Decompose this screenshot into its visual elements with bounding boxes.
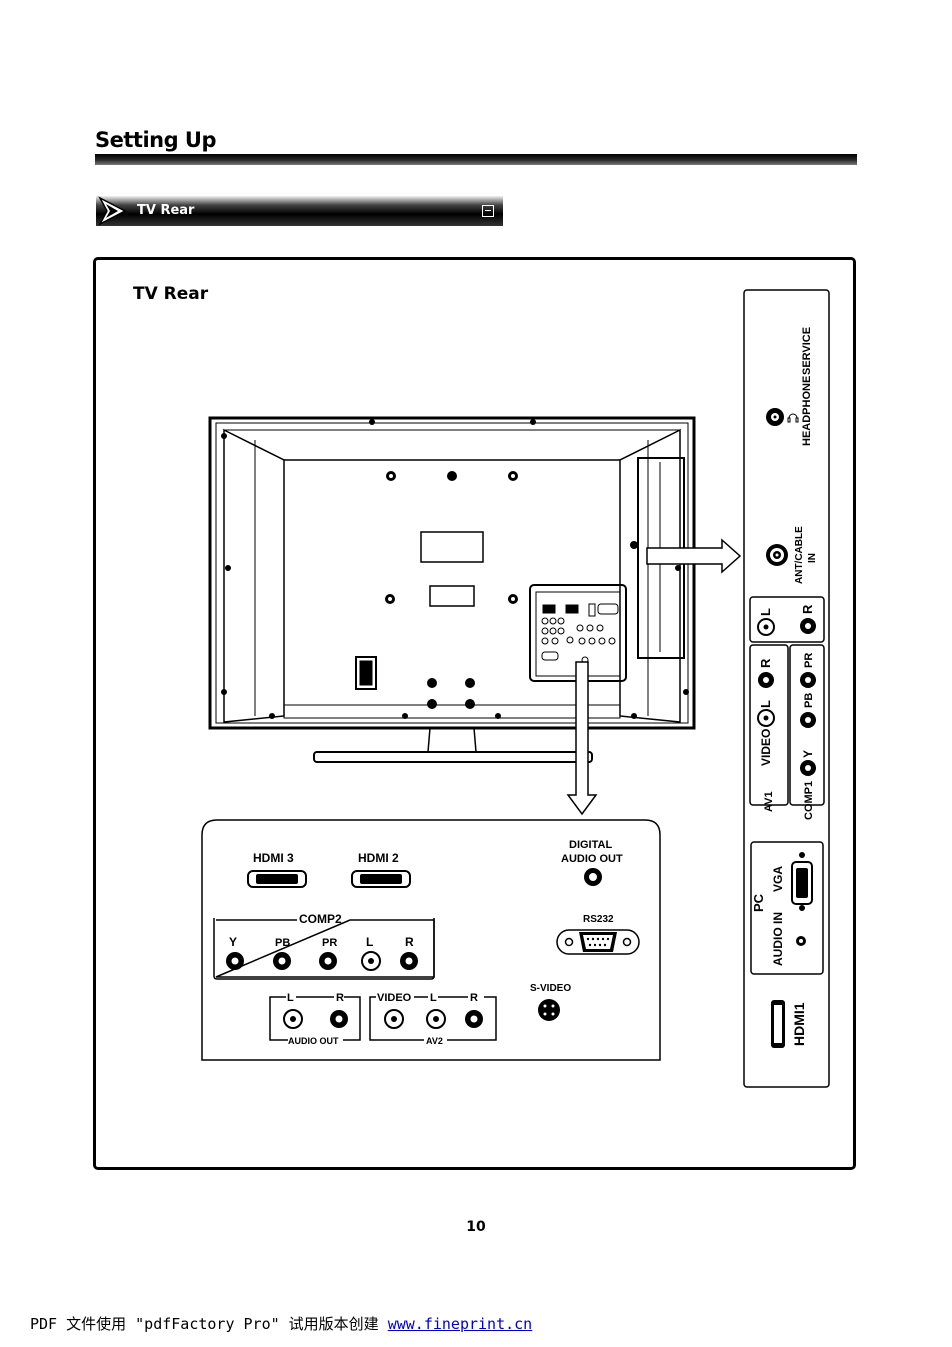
comp1-label: COMP1 xyxy=(803,781,815,820)
service-label: SERVICE xyxy=(801,327,813,375)
comp2-pb-label: PB xyxy=(275,937,290,949)
side-panel xyxy=(744,290,829,1087)
side-r-label-1: R xyxy=(800,604,815,614)
comp2-label: COMP2 xyxy=(299,912,342,926)
pc-label: PC xyxy=(751,893,766,912)
audio-out-l-label: L xyxy=(287,992,294,1004)
comp2-r-label: R xyxy=(405,935,414,949)
footer-text: PDF 文件使用 "pdfFactory Pro" 试用版本创建 xyxy=(30,1315,379,1333)
side-pb-label: PB xyxy=(803,693,815,708)
s-video-label: S-VIDEO xyxy=(530,983,571,994)
av1-label: AV1 xyxy=(763,791,775,812)
headphone-jack xyxy=(766,408,784,426)
page-number: 10 xyxy=(0,1219,952,1235)
rs232-label: RS232 xyxy=(583,914,614,925)
vga-port xyxy=(792,852,812,911)
av2-video-label: VIDEO xyxy=(377,992,412,1004)
digital-label: DIGITAL xyxy=(569,839,612,851)
tv-back-illustration xyxy=(210,418,694,762)
side-l-label-2: L xyxy=(758,700,773,708)
comp2-pr-label: PR xyxy=(322,937,337,949)
side-r-label-2: R xyxy=(758,658,773,668)
comp2-y-label: Y xyxy=(229,935,237,949)
side-video-label: VIDEO xyxy=(759,729,773,766)
audio-out-r-label: R xyxy=(336,992,344,1004)
ant-cable-jack xyxy=(766,544,788,566)
vga-label: VGA xyxy=(771,866,785,892)
side-pr-label: PR xyxy=(803,653,815,668)
side-y-label: Y xyxy=(801,750,815,758)
hdmi2-port xyxy=(352,871,410,887)
ant-cable-in-label: IN xyxy=(807,553,818,563)
comp2-l-label: L xyxy=(366,935,373,949)
hdmi2-label: HDMI 2 xyxy=(358,851,399,865)
hdmi1-label: HDMI1 xyxy=(791,1002,807,1046)
hdmi1-port xyxy=(771,1000,785,1048)
av2-l-label: L xyxy=(430,992,437,1004)
hdmi3-port xyxy=(248,871,306,887)
pdf-footer: PDF 文件使用 "pdfFactory Pro" 试用版本创建 www.fin… xyxy=(30,1313,532,1334)
audio-in-label: AUDIO IN xyxy=(771,912,785,966)
ant-cable-label: ANT/CABLE xyxy=(794,526,805,584)
hdmi3-label: HDMI 3 xyxy=(253,851,294,865)
side-l-label-1: L xyxy=(758,608,773,616)
footer-link[interactable]: www.fineprint.cn xyxy=(388,1315,533,1333)
digital-audio-out-label: AUDIO OUT xyxy=(561,853,623,865)
audio-out-label: AUDIO OUT xyxy=(288,1036,339,1046)
av2-label: AV2 xyxy=(426,1036,443,1046)
rs232-port xyxy=(557,930,639,954)
headphone-icon xyxy=(788,414,798,422)
av2-r-label: R xyxy=(470,992,478,1004)
headphone-label: HEADPHONE xyxy=(801,376,813,446)
s-video-jack xyxy=(538,999,560,1021)
